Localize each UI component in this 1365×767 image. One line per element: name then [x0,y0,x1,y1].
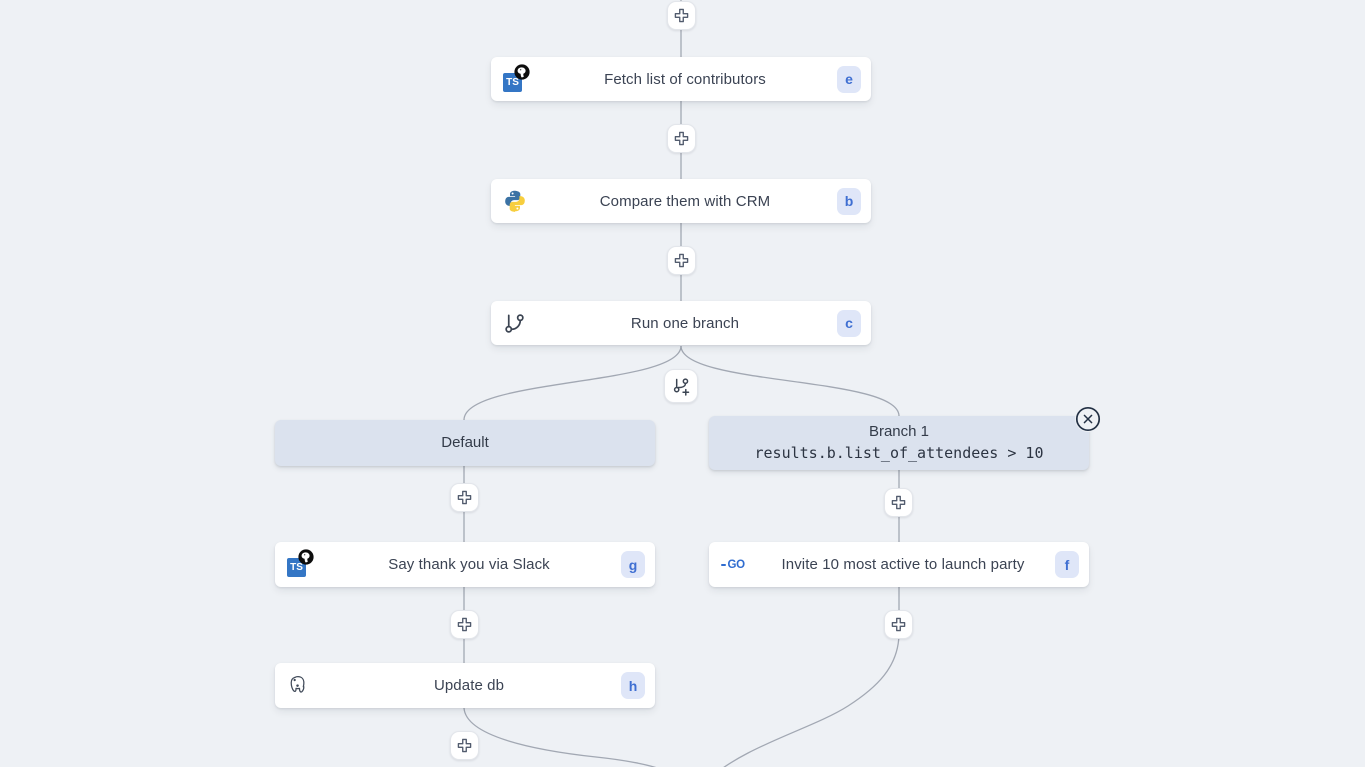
go-speedline [721,563,726,566]
go-icon: GO [721,559,751,571]
branch-label: Default [441,434,489,451]
plus-icon [674,8,688,23]
plus-icon [457,490,471,504]
add-branch-button[interactable] [664,369,698,403]
insert-step-button-2[interactable] [666,245,696,275]
flow-step-invite-launch-party[interactable]: GO Invite 10 most active to launch party… [709,542,1089,587]
step-label: Compare them with CRM [599,192,771,210]
deno-icon [514,63,530,80]
step-id-badge: f [1055,551,1079,578]
step-label: Run one branch [630,314,740,332]
postgresql-icon [287,674,317,697]
flow-step-compare-crm[interactable]: Compare them with CRM b [491,179,871,223]
branch-header-branch1[interactable]: Branch 1 results.b.list_of_attendees > 1… [709,416,1089,470]
deno-icon [298,549,314,565]
step-id-badge: c [837,309,861,337]
insert-step-button-default-2[interactable] [449,609,479,639]
git-branch-plus-icon [673,377,689,396]
step-id-badge: e [837,65,861,93]
typescript-deno-icon: TS [287,549,317,578]
git-branch-icon [503,312,533,335]
plus-icon [457,738,471,752]
branch-header-default[interactable]: Default [275,420,655,466]
go-label: GO [727,558,746,571]
insert-step-button-default-3[interactable] [449,730,479,760]
plus-icon [891,495,906,509]
flow-step-slack-thanks[interactable]: TS Say thank you via Slack g [275,542,655,587]
insert-step-button-branch1-2[interactable] [884,609,913,639]
close-icon [1075,406,1101,432]
step-id-badge: b [837,187,861,215]
typescript-deno-icon: TS [503,63,533,93]
insert-step-button-branch1-1[interactable] [884,487,913,517]
branch-label: Branch 1 [868,423,930,440]
plus-icon [891,617,906,631]
plus-icon [457,617,471,631]
step-label: Fetch list of contributors [604,70,766,88]
step-id-badge: h [621,672,645,699]
flow-step-run-one-branch[interactable]: Run one branch c [491,301,871,345]
plus-icon [674,253,688,267]
insert-step-button-1[interactable] [666,123,696,153]
branch-condition: results.b.list_of_attendees > 10 [754,444,1044,462]
flow-step-fetch-contributors[interactable]: TS Fetch list of contributors e [491,57,871,101]
step-label: Update db [433,677,505,694]
plus-icon [674,131,688,145]
python-icon [503,189,533,213]
step-label: Invite 10 most active to launch party [781,556,1025,573]
flow-step-update-db[interactable]: Update db h [275,663,655,708]
remove-branch-button[interactable] [1075,406,1101,432]
step-label: Say thank you via Slack [388,556,550,573]
insert-step-button-top[interactable] [666,1,696,30]
insert-step-button-default-1[interactable] [449,482,479,512]
step-id-badge: g [621,551,645,578]
